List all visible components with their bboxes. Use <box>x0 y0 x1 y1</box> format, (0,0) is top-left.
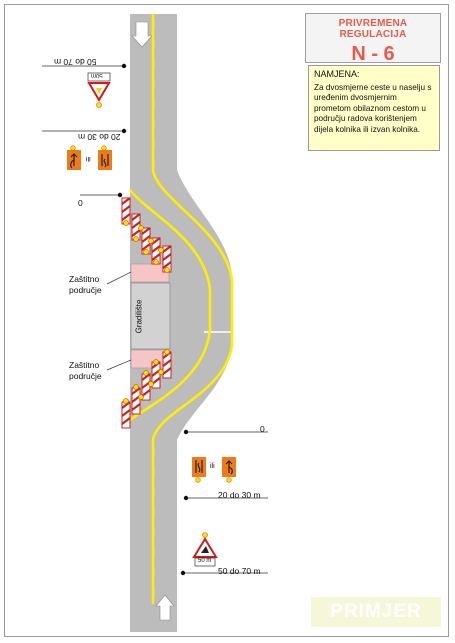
distance-top-zero: 0 <box>78 198 83 208</box>
detour-signs-top <box>67 145 112 170</box>
purpose-note: NAMJENA: Za dvosmjerne ceste u naselju s… <box>308 65 440 151</box>
distance-lines <box>42 65 268 574</box>
yellow-lane-line <box>151 14 234 604</box>
roadworks-warning-sign-top <box>87 72 111 108</box>
distance-top-near: 20 do 30 m <box>78 132 121 142</box>
distance-markers <box>117 63 189 576</box>
worksite-label: Gradilište <box>134 299 144 334</box>
distance-bottom-near: 20 do 30 m <box>218 490 261 500</box>
regulation-title-box: PRIVREMENA REGULACIJA N - 6 <box>305 13 441 65</box>
purpose-heading: NAMJENA: <box>314 69 360 79</box>
protection-zone-upper-label: Zaštitno područje <box>69 274 102 295</box>
distance-bottom-zero: 0 <box>260 424 265 434</box>
distance-bottom-far: 50 do 70 m <box>218 566 261 576</box>
barriers-lower <box>121 349 172 429</box>
arrow-down-icon <box>131 21 153 48</box>
yellow-edge-line <box>128 189 212 422</box>
purpose-text: Za dvosmjerne ceste u naselju s uređenim… <box>314 82 432 134</box>
protection-zone-upper <box>130 263 170 283</box>
title-top: PRIVREMENA REGULACIJA <box>338 18 408 40</box>
barriers-upper <box>121 197 172 273</box>
protection-zone-lower-label: Zaštitno područje <box>69 360 102 381</box>
detour-signs-bottom <box>192 457 236 483</box>
ili-bottom: ili <box>210 463 215 470</box>
sign-plate-top: 50m <box>91 72 103 78</box>
distance-top-far: 50 do 70 m <box>54 57 97 67</box>
roadworks-warning-sign-bottom <box>192 532 218 567</box>
worksite-area <box>130 282 171 350</box>
example-watermark: PRIMJER <box>311 597 441 627</box>
ili-top: ili <box>86 155 91 162</box>
arrow-up-icon <box>155 594 175 621</box>
sign-plate-bottom: 50 m <box>198 558 212 564</box>
page-frame <box>4 4 449 637</box>
title-main: N - 6 <box>351 43 395 65</box>
